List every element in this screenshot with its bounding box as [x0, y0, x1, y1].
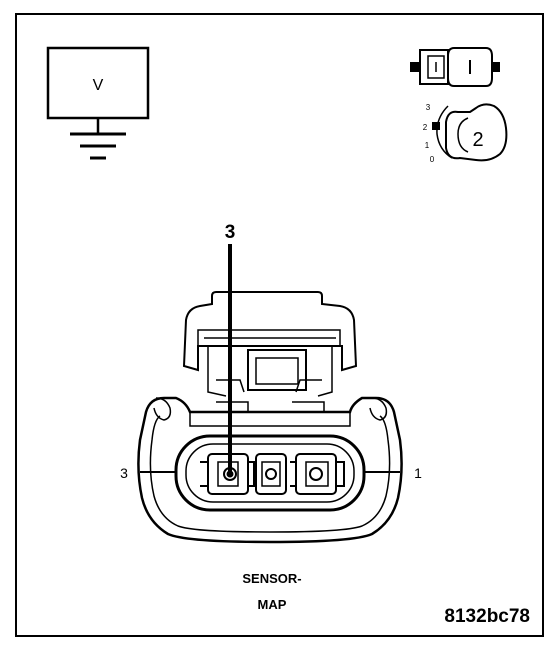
right-pin-label: 1: [414, 465, 422, 481]
selector-pos-3: 3: [426, 103, 431, 112]
left-pin-label: 3: [120, 465, 128, 481]
pin-callout: 3: [225, 222, 236, 478]
selector-pos-0: 0: [430, 155, 435, 164]
pin-callout-label: 3: [225, 222, 236, 243]
connector-shell: [137, 396, 403, 544]
rotary-selector-icon: 3 2 1 0 2: [423, 103, 508, 164]
caption-line-1: SENSOR-: [242, 571, 301, 586]
connector-latch: [182, 291, 358, 372]
figure-id: 8132bc78: [444, 606, 530, 627]
terminal-1: [290, 453, 345, 495]
connector-face: [137, 291, 403, 544]
caption-line-2: MAP: [258, 597, 287, 612]
selector-pos-1: 1: [425, 141, 430, 150]
selector-setting: 2: [472, 129, 483, 151]
ground-icon: [70, 132, 126, 160]
voltmeter-symbol: V: [93, 77, 104, 94]
terminal-2: [255, 453, 287, 495]
test-probe-icon: [410, 47, 500, 87]
selector-pos-2: 2: [423, 123, 428, 132]
voltmeter-icon: V: [46, 46, 150, 134]
